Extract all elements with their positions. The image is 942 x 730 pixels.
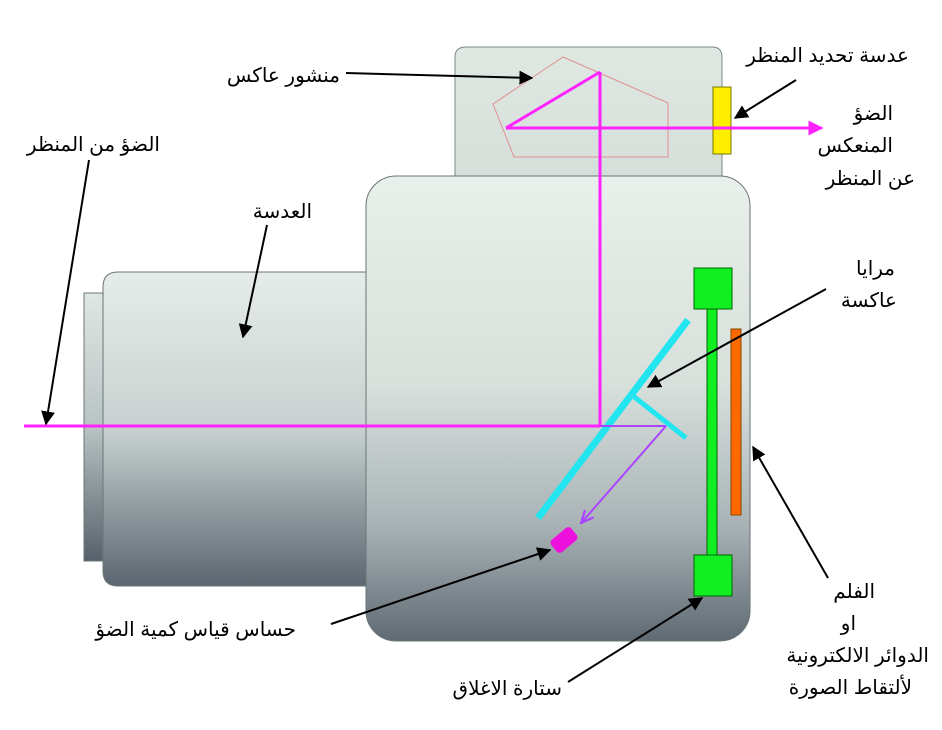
label-reflected-light-2: المنعكس	[818, 135, 893, 157]
label-mirrors-1: مرايا	[856, 258, 895, 280]
sensor-ray	[582, 425, 667, 522]
label-mirrors-2: عاكسة	[841, 290, 897, 312]
label-film-4: لألتقاط الصورة	[789, 675, 912, 699]
pentaprism-outline	[492, 56, 669, 158]
pointer-arrows	[41, 70, 829, 683]
light-path	[24, 70, 824, 428]
camera-body	[365, 175, 751, 642]
label-film-3: الدوائر الالكترونية	[786, 645, 929, 667]
label-film-1: الفلم	[833, 581, 875, 603]
label-film-2: او	[840, 613, 856, 635]
light-sensor	[550, 527, 578, 553]
label-lens: العدسة	[253, 201, 312, 223]
shutter	[693, 267, 733, 597]
lens-barrel	[83, 271, 367, 587]
reflex-mirror	[535, 317, 691, 521]
camera-top-housing	[454, 46, 723, 181]
label-reflected-light-3: عن المنظر	[825, 168, 915, 190]
label-prism: منشور عاكس	[227, 65, 340, 87]
label-reflected-light-1: الضؤ	[853, 103, 893, 125]
label-viewfinder-lens: عدسة تحديد المنظر	[745, 45, 909, 67]
label-light-sensor: حساس قياس كمية الضؤ	[94, 619, 296, 641]
eyepiece-lens	[712, 86, 732, 155]
film-strip	[730, 328, 742, 516]
label-shutter: ستارة الاغلاق	[453, 678, 562, 700]
label-light-from-scene: الضؤ من المنظر	[26, 134, 160, 156]
